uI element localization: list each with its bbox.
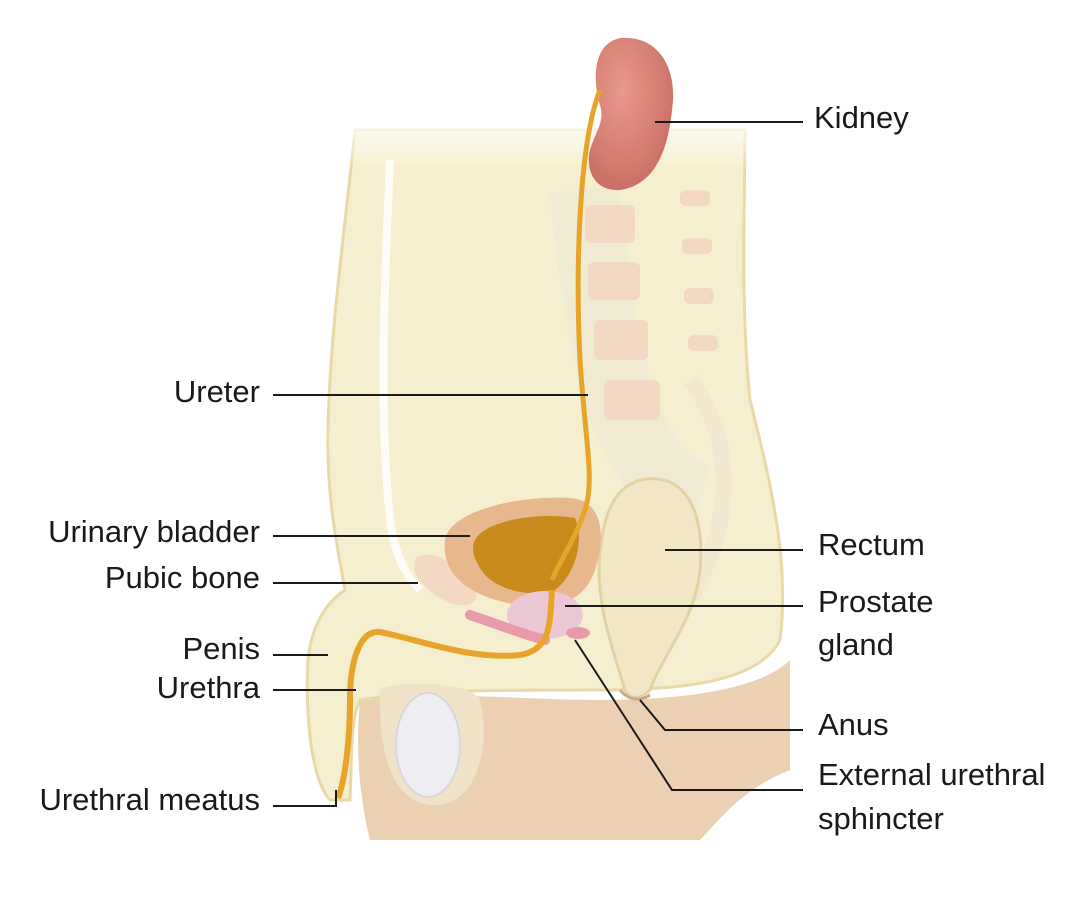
meatus-leader	[273, 790, 337, 807]
rectum-shape	[597, 477, 703, 699]
label-urethra: Urethra	[156, 670, 260, 705]
corpus-spongiosum	[465, 610, 550, 645]
label-sphincter-line2: sphincter	[818, 801, 944, 836]
sphincter-leader	[574, 639, 803, 791]
label-pubic-bone: Pubic bone	[104, 560, 260, 595]
prostate-shape	[507, 591, 583, 639]
label-ureter: Ureter	[173, 374, 260, 409]
anus-leader	[639, 699, 803, 731]
label-penis: Penis	[182, 631, 260, 666]
urethra-tube	[335, 589, 555, 800]
label-urinary-bladder: Urinary bladder	[48, 514, 260, 549]
pubic-bone-shape	[413, 554, 477, 606]
kidney-shape	[588, 37, 674, 191]
ureter-tube	[549, 89, 603, 581]
label-prostate-line2: gland	[818, 627, 894, 662]
label-anus: Anus	[818, 707, 889, 742]
label-sphincter-line1: External urethral	[818, 757, 1046, 792]
abdominal-wall	[379, 159, 423, 593]
sphincter-shape	[566, 627, 590, 639]
label-prostate-line1: Prostate	[818, 584, 934, 619]
label-rectum: Rectum	[818, 527, 925, 562]
leader-lines	[273, 121, 803, 807]
label-kidney: Kidney	[814, 100, 909, 135]
testis-shape	[395, 692, 461, 798]
label-urethral-meatus: Urethral meatus	[39, 782, 260, 817]
anus-shape	[618, 689, 651, 701]
